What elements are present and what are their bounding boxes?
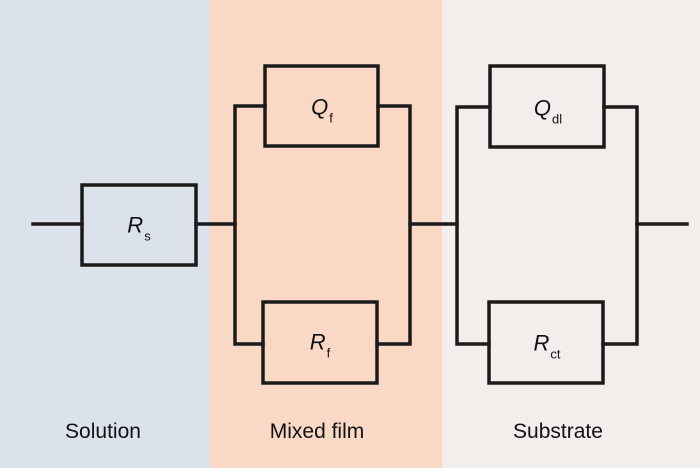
- mixed-film-label: Mixed film: [269, 420, 365, 443]
- substrate-region: [442, 0, 700, 468]
- mixed-film-region: [210, 0, 442, 468]
- qdl-symbol: Q: [533, 95, 551, 121]
- solution-region: [0, 0, 210, 468]
- rct-label: Rct: [533, 331, 560, 362]
- qf-label: Qf: [311, 95, 333, 126]
- wire-substrate-right-rail: [601, 105, 639, 346]
- rs-label: Rs: [127, 213, 150, 244]
- rf-subscript: f: [326, 345, 331, 361]
- substrate-label: Substrate: [513, 420, 603, 443]
- solution-label: Solution: [65, 420, 141, 443]
- qdl-subscript: dl: [552, 111, 563, 127]
- rct-symbol: R: [533, 330, 550, 356]
- wire-film-left-rail: [233, 104, 267, 346]
- rf-symbol: R: [309, 329, 326, 355]
- rct-subscript: ct: [550, 346, 561, 362]
- rs-subscript: s: [144, 228, 151, 244]
- qf-subscript: f: [329, 110, 333, 126]
- qf-symbol: Q: [311, 94, 329, 120]
- wire-substrate-left-rail: [455, 105, 492, 346]
- qdl-label: Qdl: [534, 96, 562, 127]
- rs-symbol: R: [127, 212, 144, 238]
- wire-film-right-rail: [375, 104, 412, 346]
- rf-label: Rf: [310, 330, 331, 361]
